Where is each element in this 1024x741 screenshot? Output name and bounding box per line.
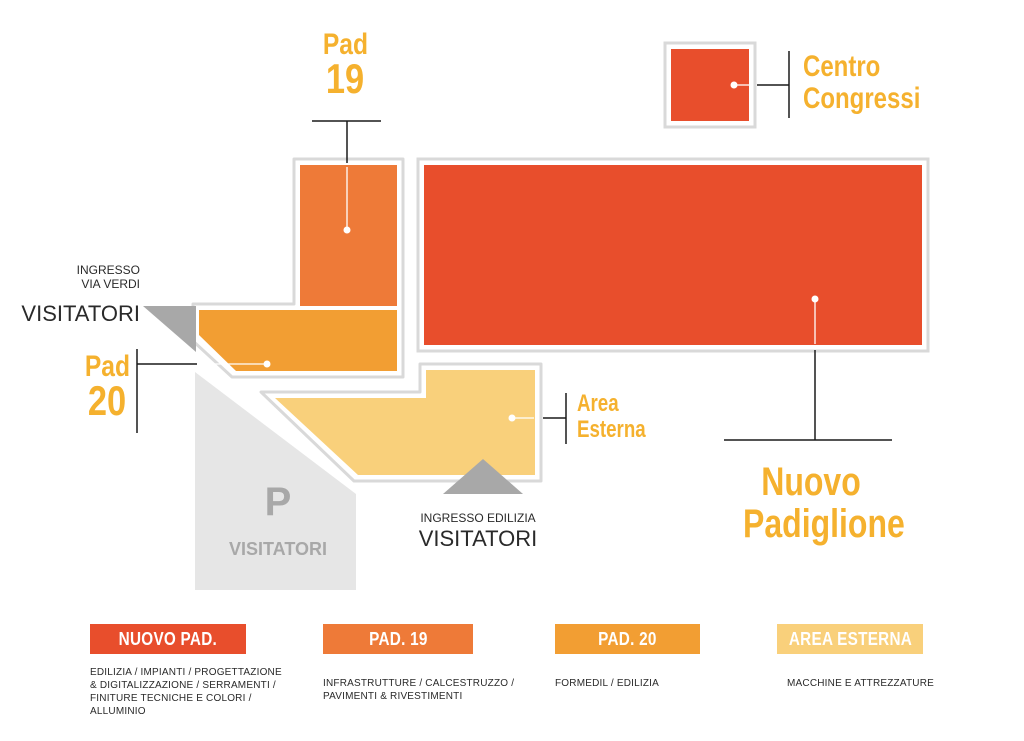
centro-congressi-outline [663,41,757,129]
ingresso-edilizia-label: INGRESSO EDILIZIA VISITATORI [398,512,558,550]
centro-congressi-label-line2: Congressi [803,82,921,115]
legend-desc-line: & DIGITALIZZAZIONE / SERRAMENTI / [90,680,276,691]
legend-desc-line: FINITURE TECNICHE E COLORI / [90,693,252,704]
legend-tag-pad19: PAD. 19 [323,624,473,654]
nuovo-padiglione-outline [416,157,930,353]
ingresso-via-verdi-label: INGRESSO VIA VERDI [40,264,140,290]
nuovo-padiglione-marker-dot [811,295,819,303]
nuovo-padiglione-leader [724,350,892,441]
area-esterna-zone[interactable] [275,370,535,475]
parking-visitatori-area[interactable] [195,372,356,590]
pad20-label-line2: 20 [87,377,127,424]
pad19-leader [312,120,381,163]
legend-desc-nuovo-pad: EDILIZIA / IMPIANTI / PROGETTAZIONE & DI… [90,666,282,718]
nuovo-padiglione-label-line1: Nuovo [761,460,861,504]
legend-tag-nuovo-pad-text: NUOVO PAD. [118,628,218,649]
legend-tag-area-esterna: AREA ESTERNA [777,624,923,654]
parking-symbol: P [264,480,292,524]
area-esterna-label: Area Esterna [577,392,665,442]
legend-tag-pad19-text: PAD. 19 [368,628,428,649]
centro-congressi-marker-dot [730,81,738,89]
nuovo-padiglione-building[interactable] [424,165,922,345]
ingresso-edilizia-line1: INGRESSO EDILIZIA [420,511,536,525]
ingresso-via-verdi-line2: VIA VERDI [81,277,140,291]
nuovo-padiglione-label-line2: Padiglione [743,502,905,546]
legend-desc-area-esterna: MACCHINE E ATTREZZATURE [787,677,934,690]
pad19-label: Pad 19 [318,30,372,100]
pad19-pad20-outline [191,157,405,379]
centro-congressi-label-line1: Centro [803,50,881,83]
pad20-marker-dot [263,360,271,368]
legend-tag-nuovo-pad: NUOVO PAD. [90,624,246,654]
ingresso-edilizia-line2: VISITATORI [418,526,538,551]
legend-desc-line: PAVIMENTI & RIVESTIMENTI [323,691,463,702]
centro-congressi-leader [757,51,790,118]
pad20-leader [136,349,197,433]
pad20-label-line1: Pad [84,350,130,383]
area-esterna-leader [543,393,567,444]
pad20-building[interactable] [199,310,397,371]
nuovo-padiglione-label: Nuovo Padiglione [726,460,905,546]
legend-tag-pad20-text: PAD. 20 [598,628,657,649]
ingresso-edilizia-marker [443,459,523,494]
area-esterna-outline [259,362,543,483]
area-esterna-label-line1: Area [577,390,619,417]
pad19-building[interactable] [300,165,397,306]
legend-desc-line: MACCHINE E ATTREZZATURE [787,678,935,689]
centro-congressi-label: Centro Congressi [803,52,950,114]
pad19-label-line2: 19 [325,55,365,102]
legend-desc-pad20: FORMEDIL / EDILIZIA [555,677,659,690]
legend-desc-pad19: INFRASTRUTTURE / CALCESTRUZZO / PAVIMENT… [323,677,514,703]
ingresso-via-verdi-marker [143,306,196,352]
pad19-label-line1: Pad [322,28,368,61]
legend-desc-line: INFRASTRUTTURE / CALCESTRUZZO / [323,678,515,689]
parking-label: VISITATORI [228,539,327,559]
area-esterna-label-line2: Esterna [577,416,646,443]
area-esterna-marker-dot [508,414,516,422]
legend-tag-area-esterna-text: AREA ESTERNA [788,628,912,649]
pad19-marker-dot [343,226,351,234]
pad20-label: Pad 20 [80,352,134,422]
legend-tag-pad20: PAD. 20 [555,624,700,654]
legend-desc-line: FORMEDIL / EDILIZIA [555,678,660,689]
ingresso-via-verdi-visitatori: VISITATORI [21,301,140,326]
legend-desc-line: ALLUMINIO [90,706,146,717]
legend-desc-line: EDILIZIA / IMPIANTI / PROGETTAZIONE [90,667,282,678]
ingresso-via-verdi-line1: INGRESSO [76,263,140,277]
